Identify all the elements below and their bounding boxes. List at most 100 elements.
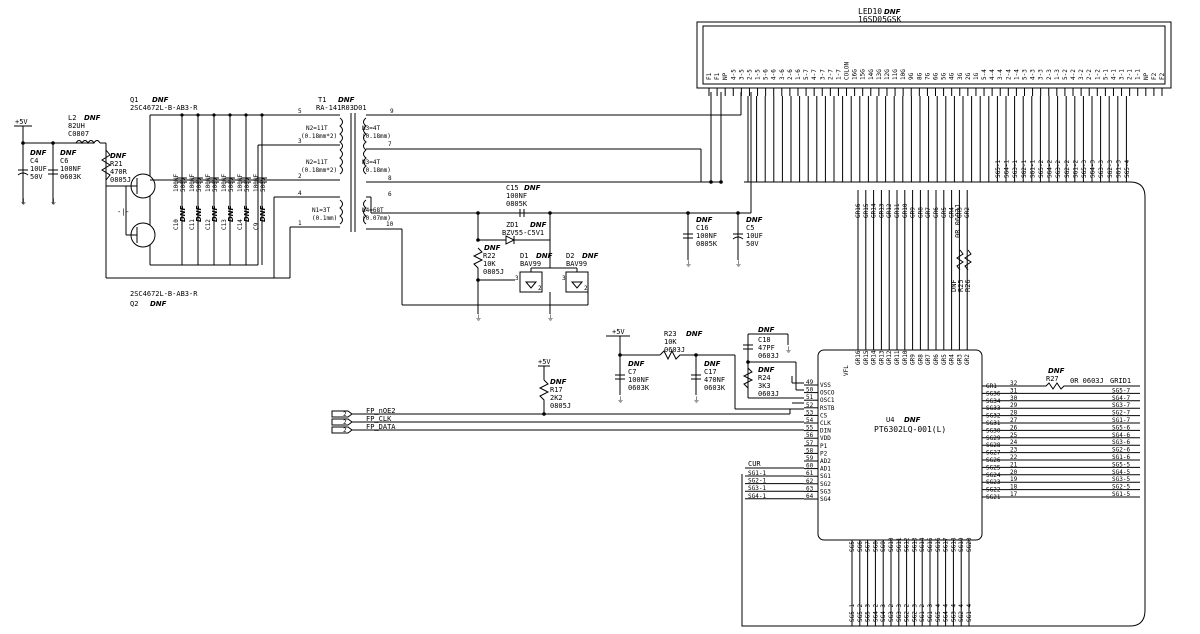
r23-ref: R23 <box>664 330 677 338</box>
u4-bottom-pin-name: SG20 <box>966 537 973 552</box>
sg-right-net: SG4-5 <box>1112 469 1130 476</box>
led-pin-label: F2 <box>1159 72 1166 80</box>
seg-bus-net: SG4-1 <box>1004 160 1011 178</box>
d2-ref: D2 <box>566 252 574 260</box>
u4-vfl: VFL <box>843 365 850 376</box>
led-pin-label: 5-7 <box>803 69 810 80</box>
led-pin-label: 1-1 <box>1135 69 1142 80</box>
t1-pin: 5 <box>298 108 302 115</box>
led-pin-label: COLON <box>844 62 851 80</box>
grid-net: GR8 <box>917 207 924 218</box>
u4-top-pin-name: GR8 <box>917 354 924 365</box>
u4-right-pin-num: 30 <box>1010 395 1018 402</box>
seg-bus-net: SG4-2 <box>1047 160 1054 178</box>
seg-bus-net: SG4-3 <box>1090 160 1097 178</box>
cap-ref: C13 <box>221 219 228 230</box>
led-pin-label: F1 <box>706 72 713 80</box>
svg-text:-|-: -|- <box>117 208 130 216</box>
u4-right-pin-num: 26 <box>1010 424 1018 431</box>
grid-net: GR6 <box>933 207 940 218</box>
c7-ref: C7 <box>628 368 636 376</box>
grid-net: GR9 <box>910 207 917 218</box>
r23-dnf: DNF <box>686 330 703 338</box>
u4-left-pin-num: 54 <box>806 417 814 424</box>
led-pin-label: 3-5 <box>738 69 745 80</box>
led-pin-label: 4-4 <box>989 69 996 80</box>
led-pin-label: 3-6 <box>779 69 786 80</box>
l2-pkg: C0807 <box>68 130 89 138</box>
port-num: 2 <box>343 419 347 426</box>
junction <box>260 113 264 117</box>
grid-net: GR13 <box>878 203 885 218</box>
u4-top-pin-name: GR5 <box>941 354 948 365</box>
bottom-bus-net: SG2-3 <box>911 604 918 622</box>
cap-ref: C10 <box>173 219 180 230</box>
seg-bus-net: SG1-3 <box>1115 160 1122 178</box>
q2-dnf: DNF <box>150 300 167 308</box>
led-pin-label: 2-4 <box>1005 69 1012 80</box>
cap-volt: 500V <box>228 177 235 192</box>
d2-dnf: DNF <box>582 252 599 260</box>
junction <box>196 113 200 117</box>
led-pin-label: 4-1 <box>1110 69 1117 80</box>
cap-val: 100NF <box>189 174 196 192</box>
cap-volt: 500V <box>212 177 219 192</box>
d1-ref: D1 <box>520 252 528 260</box>
u4-right-pin-num: 20 <box>1010 469 1018 476</box>
led-pin-label: 12G <box>884 69 891 80</box>
cap-dnf: DNF <box>195 205 203 222</box>
sg-right-net: SG2-7 <box>1112 410 1130 417</box>
u4-right-pin-name: SG33 <box>986 405 1001 412</box>
u4-top-pin-name: GR3 <box>956 354 963 365</box>
led-pin-label: 3-3 <box>1038 69 1045 80</box>
t1-pin: 7 <box>388 141 392 148</box>
r21-ref: R21 <box>110 160 123 168</box>
t1-w4: N3=4T <box>362 125 380 132</box>
led-pin-label: 2G <box>965 72 972 80</box>
r24-ref: R24 <box>758 374 771 382</box>
led-pin-label: 2-2 <box>1086 69 1093 80</box>
junction <box>180 113 184 117</box>
u4-left-pin-num: 51 <box>806 394 814 401</box>
cap-ref: C11 <box>189 219 196 230</box>
u4-right-pin-num: 25 <box>1010 432 1018 439</box>
grid-net: GR11 <box>894 203 901 218</box>
sg-right-net: SG4-7 <box>1112 395 1130 402</box>
c6-dnf: DNF <box>60 149 77 157</box>
r22-dnf: DNF <box>484 244 501 252</box>
led-pin-label: 2-6 <box>787 69 794 80</box>
u4-left-pin-num: 55 <box>806 425 814 432</box>
r21-pkg: 0805J <box>110 176 131 184</box>
u4-left-pin-num: 50 <box>806 387 814 394</box>
u4-left-pin-name: VSS <box>820 382 831 389</box>
r21-val: 470R <box>110 168 128 176</box>
u4-left-pin-name: RSTB <box>820 405 835 412</box>
led-pin-label: 5-6 <box>763 69 770 80</box>
u4-right-pin-num: 21 <box>1010 461 1018 468</box>
u4-left-pin-name: SG1 <box>820 473 831 480</box>
svg-text:⏚: ⏚ <box>693 396 700 404</box>
led-pin-label: 1-2 <box>1094 69 1101 80</box>
q1-ref: Q1 <box>130 96 138 104</box>
r17-dnf: DNF <box>550 378 567 386</box>
u4-left-pin-num: 52 <box>806 402 814 409</box>
led-pin-label: 10G <box>900 69 907 80</box>
cap-dnf: DNF <box>227 205 235 222</box>
cap-ref: C12 <box>205 219 212 230</box>
bottom-bus-net: SG3-4 <box>950 604 957 622</box>
seg-bus-net: SG2-3 <box>1107 160 1114 178</box>
osc-rst-section: +5V DNF C7 100NF 0603K ⏚ R23 DNF 10K 060… <box>606 326 804 410</box>
led-pin-label: 4-3 <box>1030 69 1037 80</box>
q1-part: 2SC4672L-B-AB3-R <box>130 104 198 112</box>
led-pin-label: F1 <box>714 72 721 80</box>
r26-ref: R26 <box>964 279 972 292</box>
sg-right-net: SG2-5 <box>1112 484 1130 491</box>
led-pin-label: 1-6 <box>795 69 802 80</box>
u4-left-pin-name: CLK <box>820 420 831 427</box>
bottom-bus-net: SG3-3 <box>896 604 903 622</box>
u4-right-pin-num: 32 <box>1010 380 1018 387</box>
u4-top-pin-name: GR9 <box>910 354 917 365</box>
